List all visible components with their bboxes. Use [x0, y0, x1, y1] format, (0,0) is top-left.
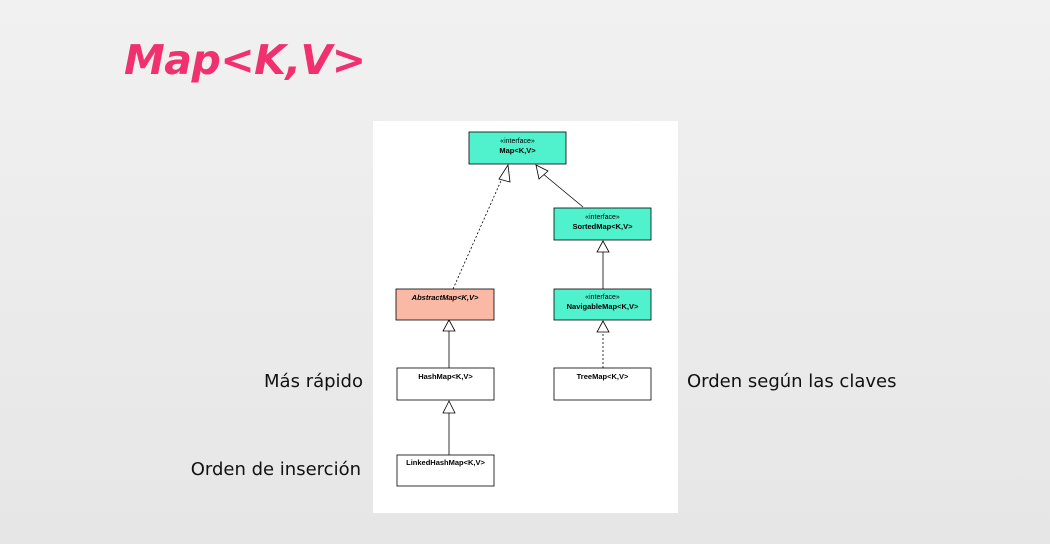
uml-diagram-svg: «interface» Map<K,V> «interface» SortedM… [395, 131, 652, 487]
sortedmap-class-name: SortedMap<K,V> [572, 222, 633, 231]
class-box-linkedhashmap: LinkedHashMap<K,V> [396, 454, 495, 487]
label-key-order: Orden según las claves [687, 371, 897, 392]
navigablemap-to-sortedmap-arrowhead [596, 240, 610, 253]
slide-title: Map<K,V> [124, 36, 366, 84]
linkedhashmap-to-hashmap-arrowhead [442, 400, 456, 414]
class-box-abstractmap: AbstractMap<K,V> [395, 288, 495, 321]
class-box-map: «interface» Map<K,V> [468, 131, 567, 165]
navigablemap-class-name: NavigableMap<K,V> [567, 302, 639, 311]
label-fast: Más rápido [264, 371, 363, 392]
map-box [468, 131, 567, 165]
map-class-name: Map<K,V> [499, 146, 536, 155]
class-box-hashmap: HashMap<K,V> [396, 367, 495, 401]
navigablemap-box [553, 288, 652, 321]
treemap-box [553, 367, 652, 401]
hashmap-box [396, 367, 495, 401]
label-insertion-order: Orden de inserción [190, 459, 361, 480]
class-box-navigablemap: «interface» NavigableMap<K,V> [553, 288, 652, 321]
abstractmap-class-name: AbstractMap<K,V> [411, 293, 479, 302]
linkedhashmap-box [396, 454, 495, 487]
abstractmap-box [395, 288, 495, 321]
linkedhashmap-class-name: LinkedHashMap<K,V> [406, 458, 485, 467]
sortedmap-stereotype: «interface» [585, 214, 620, 221]
treemap-to-navigablemap-arrowhead [596, 320, 610, 333]
sortedmap-to-map-arrowhead [535, 164, 549, 180]
treemap-class-name: TreeMap<K,V> [577, 372, 629, 381]
hashmap-to-abstractmap-arrowhead [442, 319, 456, 332]
abstractmap-to-map-connector [452, 173, 505, 290]
map-stereotype: «interface» [500, 138, 535, 145]
class-box-treemap: TreeMap<K,V> [553, 367, 652, 401]
abstractmap-to-map-arrowhead [498, 163, 511, 183]
sortedmap-to-map-connector [541, 172, 584, 208]
uml-class-diagram: «interface» Map<K,V> «interface» SortedM… [373, 121, 678, 513]
hashmap-class-name: HashMap<K,V> [418, 372, 473, 381]
class-box-sortedmap: «interface» SortedMap<K,V> [553, 207, 652, 241]
sortedmap-box [553, 207, 652, 241]
navigablemap-stereotype: «interface» [585, 294, 620, 301]
